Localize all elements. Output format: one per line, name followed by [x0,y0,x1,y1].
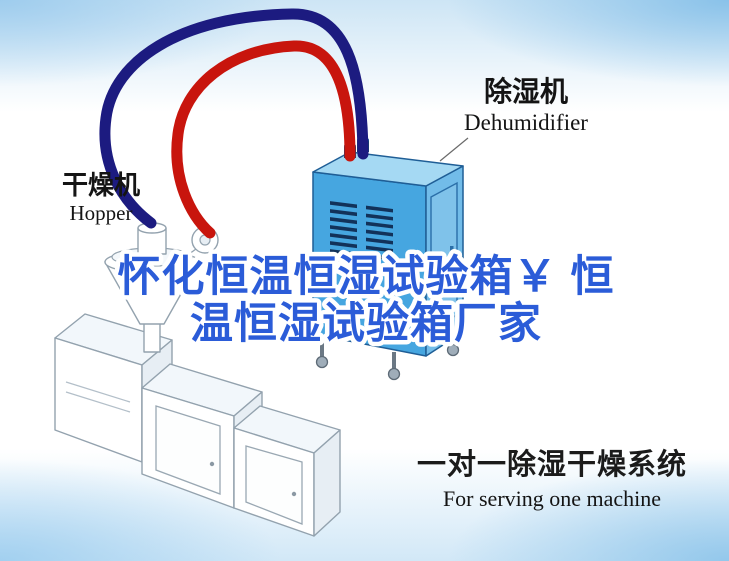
title-line1: 怀化恒温恒湿试验箱￥ 恒 [118,253,615,301]
dehumidifier-leader-line [439,137,469,162]
dryer-label-zh: 干燥机 [61,170,140,200]
extruder-illustration [54,313,341,537]
door-handle [450,246,454,258]
dehumidifier-illustration [312,137,464,381]
dehumidifier-door [430,181,458,342]
hopper-illustration [104,222,219,353]
cabinet-door [245,445,303,525]
dehumidifier-label-zh: 除湿机 [483,76,568,107]
door-handle [291,491,297,497]
blower-mount [177,248,197,263]
system-caption-en: For serving one machine [442,486,662,512]
dryer-label-en: Hopper [69,201,133,226]
title-line2: 温恒湿试验箱厂家 [190,300,542,348]
cabinet-door [155,405,221,495]
dryer-label: 干燥机 Hopper [44,170,158,226]
pipe-navy [99,8,369,229]
vent-grid [330,201,393,269]
system-caption-zh: 一对一除湿干燥系统 [416,449,687,481]
casters [315,336,460,381]
dehumidifier-label: 除湿机 Dehumidifier [436,76,616,136]
system-caption: 一对一除湿干燥系统 For serving one machine [400,449,704,512]
dehumidifier-label-en: Dehumidifier [464,110,588,136]
door-handle [209,461,215,467]
pipe-red [171,40,356,239]
